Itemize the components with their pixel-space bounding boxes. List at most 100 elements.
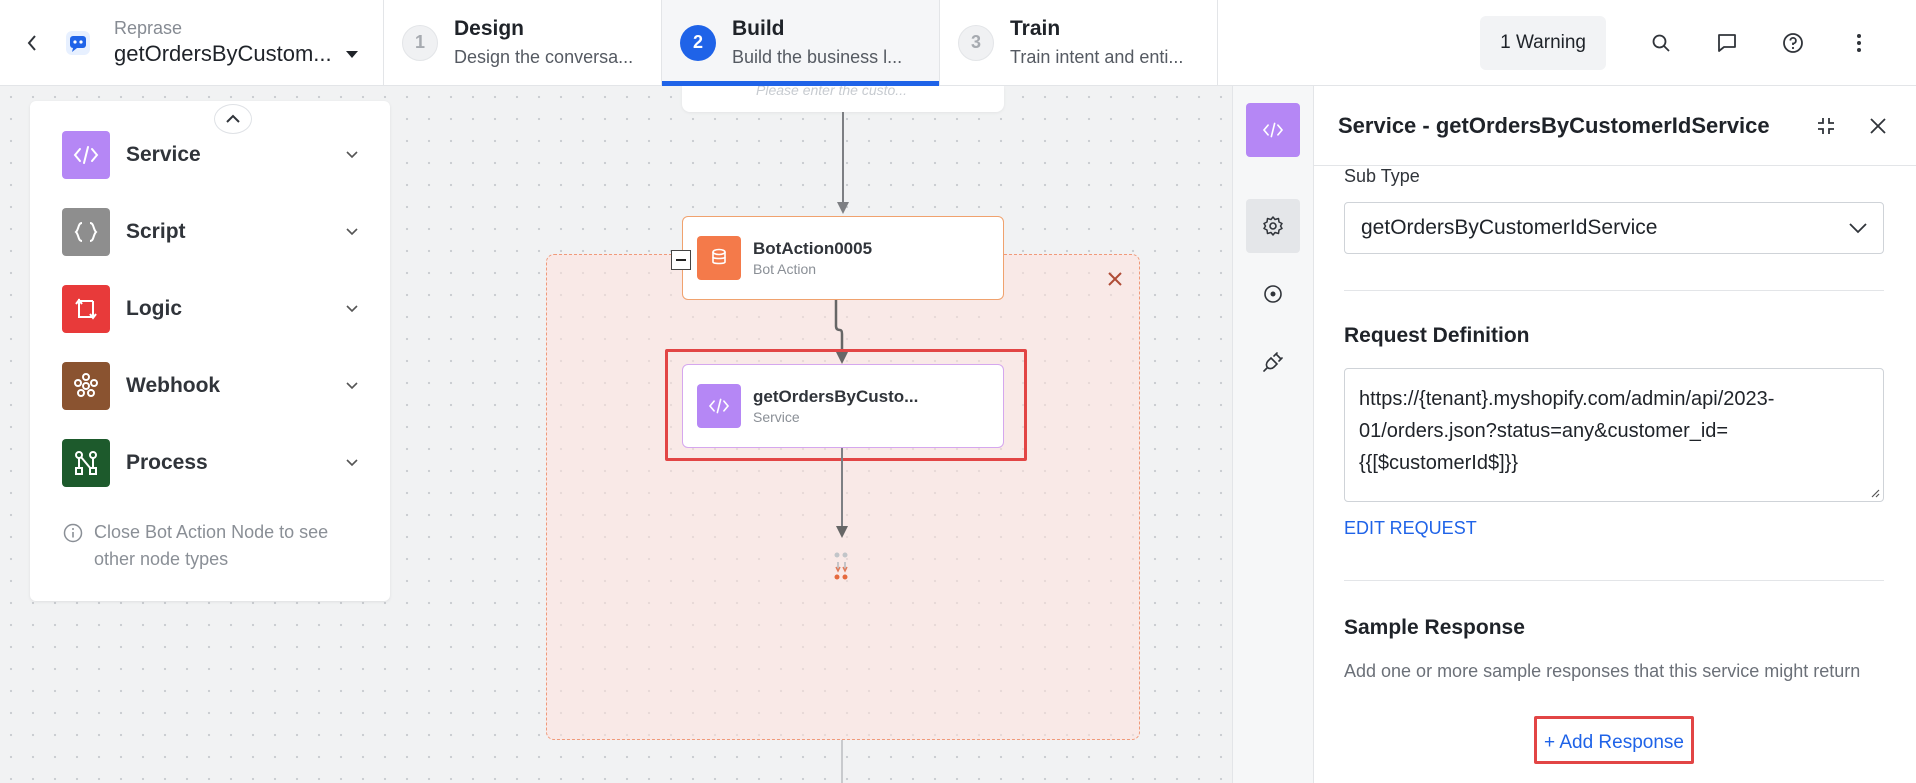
chat-button[interactable] xyxy=(1694,16,1760,70)
step-description: Design the conversa... xyxy=(454,47,634,67)
palette-note: Close Bot Action Node to see other node … xyxy=(62,519,362,573)
bot-action-icon xyxy=(697,236,741,280)
node-title: BotAction0005 xyxy=(753,239,873,258)
palette-item-process[interactable]: Process xyxy=(62,439,362,487)
target-icon xyxy=(1264,285,1282,303)
panel-header: Service - getOrdersByCustomerIdService xyxy=(1314,86,1916,166)
edit-request-link[interactable]: EDIT REQUEST xyxy=(1344,518,1477,538)
palette-item-service[interactable]: Service xyxy=(62,131,362,179)
step-title: Train xyxy=(1010,17,1061,40)
step-title: Design xyxy=(454,17,525,40)
minimize-icon xyxy=(1818,118,1834,134)
previous-node-placeholder: Please enter the custo... xyxy=(756,86,907,98)
more-vertical-icon xyxy=(1857,33,1861,52)
chevron-down-icon xyxy=(342,299,362,319)
palette-note-text: Close Bot Action Node to see other node … xyxy=(94,522,329,569)
back-button[interactable] xyxy=(0,0,64,85)
request-definition-title: Request Definition xyxy=(1344,324,1530,347)
bot-logo-icon xyxy=(64,29,92,57)
plug-icon xyxy=(1263,352,1283,372)
palette-item-script[interactable]: Script xyxy=(62,208,362,256)
palette-label: Script xyxy=(126,220,186,243)
add-node-handle-icon[interactable] xyxy=(832,552,852,582)
connector-line xyxy=(834,300,848,364)
node-palette: Service Script Logic Webhook xyxy=(30,101,390,601)
step-description: Train intent and enti... xyxy=(1010,47,1184,67)
search-icon xyxy=(1652,34,1670,52)
palette-item-logic[interactable]: Logic xyxy=(62,285,362,333)
braces-icon xyxy=(62,208,110,256)
info-icon xyxy=(63,523,83,543)
close-group-icon[interactable] xyxy=(1105,269,1125,289)
close-panel-button[interactable] xyxy=(1864,112,1892,140)
palette-label: Process xyxy=(126,451,208,474)
chevron-up-icon xyxy=(226,114,240,123)
code-icon xyxy=(1262,122,1284,138)
code-icon xyxy=(697,384,741,428)
chevron-down-icon xyxy=(1849,223,1867,234)
properties-rail xyxy=(1232,86,1314,783)
step-train[interactable]: 3 Train Train intent and enti... xyxy=(940,0,1218,85)
step-title: Build xyxy=(732,17,785,40)
rail-component-button[interactable] xyxy=(1246,103,1300,157)
minimize-panel-button[interactable] xyxy=(1812,112,1840,140)
connector-line xyxy=(841,740,843,783)
connector-line xyxy=(842,112,844,208)
step-number: 2 xyxy=(680,24,716,61)
code-icon xyxy=(62,131,110,179)
collapse-node-button[interactable] xyxy=(671,250,691,270)
top-bar: Reprase getOrdersByCustom... 1 Design De… xyxy=(0,0,1916,86)
step-description: Build the business l... xyxy=(732,47,903,67)
previous-node[interactable]: Please enter the custo... xyxy=(682,86,1004,112)
node-subtitle: Bot Action xyxy=(753,261,817,277)
step-build[interactable]: 2 Build Build the business l... xyxy=(662,0,940,86)
sample-response-description: Add one or more sample responses that th… xyxy=(1344,661,1861,681)
palette-label: Logic xyxy=(126,297,182,320)
chevron-down-icon xyxy=(342,453,362,473)
section-divider xyxy=(1344,290,1884,291)
caret-down-icon[interactable] xyxy=(345,50,358,58)
app-name: getOrdersByCustom... xyxy=(114,41,332,66)
chevron-down-icon xyxy=(342,222,362,242)
node-title: getOrdersByCusto... xyxy=(753,387,919,406)
collapse-palette-button[interactable] xyxy=(214,104,252,134)
palette-item-webhook[interactable]: Webhook xyxy=(62,362,362,410)
sub-type-value: getOrdersByCustomerIdService xyxy=(1361,216,1658,239)
help-icon xyxy=(1783,32,1803,53)
close-icon xyxy=(1870,118,1886,134)
app-selector[interactable]: Reprase getOrdersByCustom... xyxy=(64,0,384,85)
bot-action-node[interactable]: BotAction0005 Bot Action xyxy=(682,216,1004,300)
request-definition-textarea[interactable]: https://{tenant}.myshopify.com/admin/api… xyxy=(1344,368,1884,502)
properties-panel: Service - getOrdersByCustomerIdService S… xyxy=(1314,86,1916,783)
palette-label: Webhook xyxy=(126,374,221,397)
arrow-down-icon xyxy=(837,202,849,214)
logic-icon xyxy=(62,285,110,333)
rail-settings-button[interactable] xyxy=(1246,199,1300,253)
chevron-down-icon xyxy=(342,376,362,396)
resize-grip-icon[interactable] xyxy=(1868,486,1880,498)
sub-type-label: Sub Type xyxy=(1344,166,1420,186)
flow-canvas[interactable]: Service Script Logic Webhook xyxy=(0,86,1232,783)
warning-button[interactable]: 1 Warning xyxy=(1480,15,1606,70)
step-number: 3 xyxy=(958,24,994,61)
rail-connections-button[interactable] xyxy=(1246,335,1300,389)
more-menu-button[interactable] xyxy=(1826,16,1892,70)
arrow-down-icon xyxy=(836,526,848,538)
process-icon xyxy=(62,439,110,487)
panel-title: Service - getOrdersByCustomerIdService xyxy=(1338,112,1770,138)
chevron-down-icon xyxy=(342,145,362,165)
sub-type-select[interactable]: getOrdersByCustomerIdService xyxy=(1344,202,1884,254)
connector-line xyxy=(841,448,843,530)
help-button[interactable] xyxy=(1760,16,1826,70)
step-number: 1 xyxy=(402,24,438,61)
search-button[interactable] xyxy=(1628,16,1694,70)
section-divider xyxy=(1344,580,1884,581)
rail-instance-button[interactable] xyxy=(1246,267,1300,321)
add-response-button[interactable]: + Add Response xyxy=(1544,732,1684,753)
service-node[interactable]: getOrdersByCusto... Service xyxy=(682,364,1004,448)
step-design[interactable]: 1 Design Design the conversa... xyxy=(384,0,662,85)
app-subtitle: Reprase xyxy=(114,18,183,38)
chevron-left-icon xyxy=(27,34,36,51)
node-subtitle: Service xyxy=(753,409,800,425)
chat-icon xyxy=(1718,33,1736,52)
